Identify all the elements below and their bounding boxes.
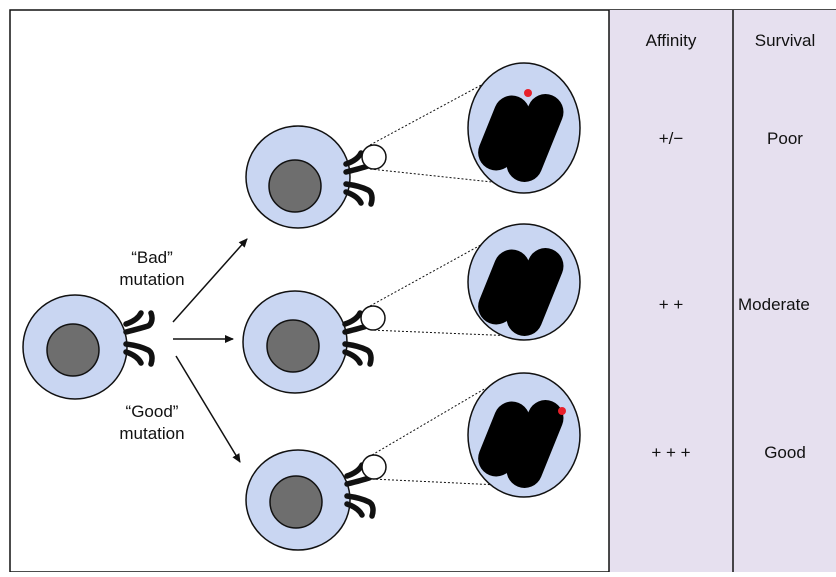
zoom-line-top: [369, 82, 486, 146]
survival-column-header: Survival: [754, 31, 816, 50]
daughter-cell-neutral: [242, 223, 581, 394]
binding-site-callout: [361, 454, 387, 480]
arrow-good-mutation: [175, 355, 241, 463]
mutation-dot-icon: [558, 407, 566, 415]
antibody-arm-left: [478, 401, 530, 477]
survival-cell-row1: Poor: [767, 129, 803, 148]
survival-cell-row2: Moderate: [738, 295, 810, 314]
bad-mutation-label-line1: “Bad”: [131, 248, 173, 267]
mutation-dot-icon: [524, 89, 532, 97]
bad-mutation-label-line2: mutation: [119, 270, 185, 289]
nucleus: [269, 475, 323, 529]
affinity-cell-row3: + + +: [651, 443, 691, 462]
binding-site-callout: [361, 144, 387, 170]
antibody-arm-right: [506, 248, 564, 336]
zoom-line-top: [369, 240, 489, 307]
antibody-arm-right: [506, 94, 564, 182]
survival-cell-row3: Good: [764, 443, 806, 462]
mutation-arrows: [172, 238, 248, 463]
affinity-cell-row1: +/−: [658, 129, 684, 148]
nucleus: [266, 319, 320, 373]
binding-site-callout: [360, 305, 386, 331]
antibody-arm-left: [478, 95, 530, 171]
antibody-arm-left: [478, 249, 530, 325]
zoom-line-bottom: [371, 478, 521, 487]
affinity-cell-row2: + +: [658, 295, 684, 314]
good-mutation-label-line1: “Good”: [125, 402, 179, 421]
affinity-column-header: Affinity: [645, 31, 697, 50]
good-mutation-label-line2: mutation: [119, 424, 185, 443]
table-panel: [609, 10, 836, 572]
daughter-cell-bad: [245, 62, 581, 229]
nucleus: [268, 159, 322, 213]
parent-b-cell: [22, 294, 152, 400]
antibody-arm-right: [506, 400, 564, 488]
daughter-cell-good: [245, 372, 581, 551]
nucleus: [46, 323, 100, 377]
zoom-line-bottom: [369, 329, 517, 337]
arrow-bad-mutation: [172, 238, 248, 323]
